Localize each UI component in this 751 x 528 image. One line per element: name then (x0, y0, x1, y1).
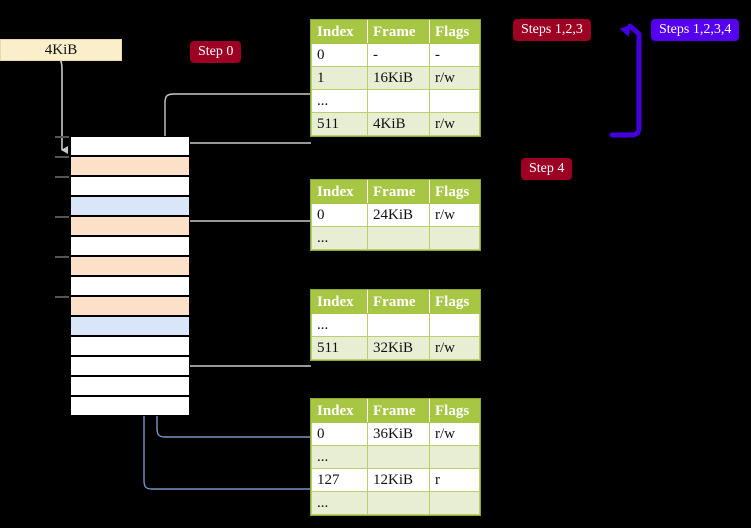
table-cell-frame: 16KiB (367, 66, 430, 90)
column-header-index: Index (311, 20, 368, 44)
table-cell-index: ... (311, 445, 368, 469)
table-cell-flags: r/w (429, 203, 480, 227)
memory-frame[interactable] (70, 136, 190, 156)
connector-memory-to-l1 (175, 142, 311, 209)
physical-memory-column (55, 136, 190, 416)
badge-steps-1234: Steps 1,2,3,4 (651, 19, 740, 41)
table-cell-index: 511 (311, 336, 368, 360)
memory-frame[interactable] (70, 216, 190, 236)
memory-frame[interactable] (70, 176, 190, 196)
table-cell-frame (367, 491, 430, 515)
table-cell-index: ... (311, 491, 368, 515)
table-cell-frame: 32KiB (367, 336, 430, 360)
column-header-frame: Frame (367, 180, 430, 204)
table-cell-flags: r (429, 468, 480, 492)
table-cell-frame (367, 89, 430, 113)
table-cell-index: ... (311, 226, 368, 250)
table-row[interactable]: ... (311, 445, 480, 469)
table-cell-index: ... (311, 89, 368, 113)
table-cell-index: 127 (311, 468, 368, 492)
steps-bracket-arrow (609, 23, 642, 138)
column-header-frame: Frame (367, 290, 430, 314)
table-cell-flags: - (429, 43, 480, 67)
memory-frame[interactable] (70, 196, 190, 216)
table-row[interactable]: ... (311, 491, 480, 515)
callout-4kib: 4KiB (0, 39, 122, 61)
column-header-flags: Flags (429, 399, 480, 423)
memory-frame[interactable] (70, 296, 190, 316)
memory-frame[interactable] (70, 376, 190, 396)
table-cell-flags (429, 89, 480, 113)
table-cell-index: 0 (311, 203, 368, 227)
table-row[interactable]: ... (311, 89, 480, 113)
table-row[interactable]: ... (311, 313, 480, 337)
memory-tick (55, 156, 69, 158)
table-cell-frame: 24KiB (367, 203, 430, 227)
table-cell-frame (367, 226, 430, 250)
column-header-index: Index (311, 399, 368, 423)
memory-frame[interactable] (70, 256, 190, 276)
memory-frame[interactable] (70, 336, 190, 356)
table-cell-index: ... (311, 313, 368, 337)
table-cell-flags (429, 226, 480, 250)
memory-frame[interactable] (70, 396, 190, 416)
table-cell-frame: 36KiB (367, 422, 430, 446)
table-cell-index: 1 (311, 66, 368, 90)
table-cell-index: 511 (311, 112, 368, 136)
table-cell-index: 0 (311, 43, 368, 67)
column-header-flags: Flags (429, 290, 480, 314)
badge-step-4: Step 4 (521, 158, 573, 180)
memory-tick (55, 176, 69, 178)
memory-frame[interactable] (70, 236, 190, 256)
memory-tick (55, 256, 69, 258)
memory-frame[interactable] (70, 356, 190, 376)
table-cell-flags (429, 445, 480, 469)
column-header-index: Index (311, 180, 368, 204)
column-header-index: Index (311, 290, 368, 314)
connector-l1-to-memory (178, 220, 311, 259)
table-cell-frame (367, 313, 430, 337)
column-header-frame: Frame (367, 20, 430, 44)
memory-tick (55, 296, 69, 298)
badge-steps-123: Steps 1,2,3 (513, 19, 591, 41)
memory-tick (55, 136, 69, 138)
badge-step-0: Step 0 (190, 41, 242, 63)
table-cell-frame: 12KiB (367, 468, 430, 492)
memory-frame[interactable] (70, 276, 190, 296)
table-cell-flags: r/w (429, 112, 480, 136)
column-header-frame: Frame (367, 399, 430, 423)
memory-frame[interactable] (70, 156, 190, 176)
connector-l2-to-memory (175, 308, 311, 367)
table-row[interactable]: 0-- (311, 43, 480, 67)
table-cell-flags: r/w (429, 422, 480, 446)
table-row[interactable]: ... (311, 226, 480, 250)
table-cell-frame (367, 445, 430, 469)
memory-frame[interactable] (70, 316, 190, 336)
memory-tick (55, 216, 69, 218)
table-cell-index: 0 (311, 422, 368, 446)
table-cell-flags: r/w (429, 336, 480, 360)
table-cell-frame: 4KiB (367, 112, 430, 136)
table-cell-flags (429, 491, 480, 515)
column-header-flags: Flags (429, 20, 480, 44)
column-header-flags: Flags (429, 180, 480, 204)
table-cell-flags (429, 313, 480, 337)
table-cell-frame: - (367, 43, 430, 67)
table-cell-flags: r/w (429, 66, 480, 90)
